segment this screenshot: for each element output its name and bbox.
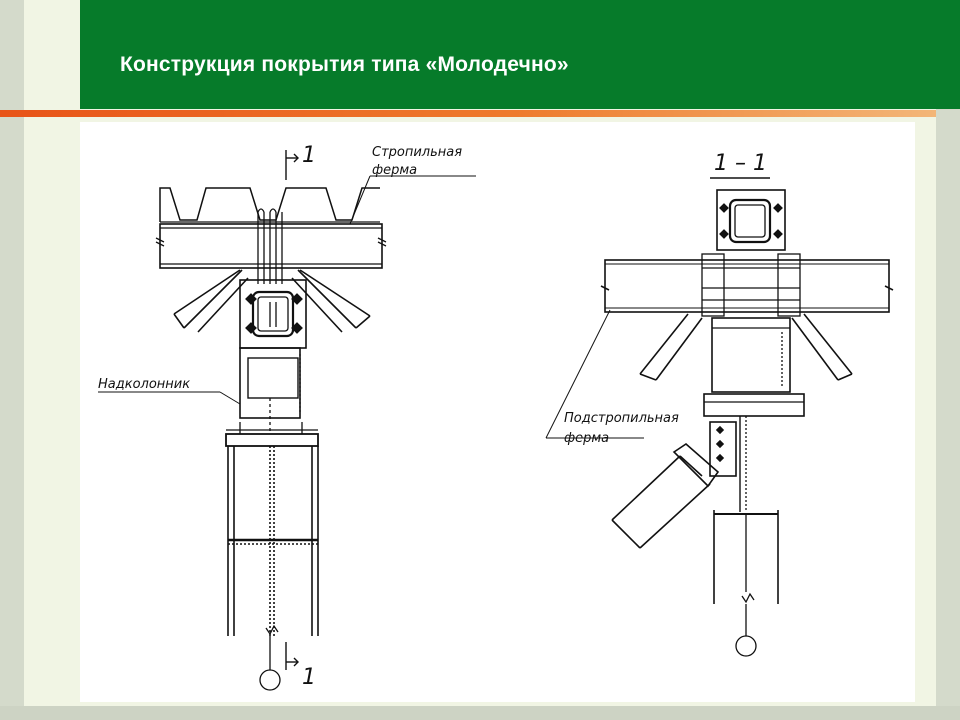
drawing-svg: 1 1 Стропильная ферма Надколонник 1 – 1 … <box>98 143 894 691</box>
section-upper-block <box>716 189 786 251</box>
lower-column <box>227 446 319 636</box>
slide-title: Конструкция покрытия типа «Молодечно» <box>120 53 569 76</box>
column-axis-marker <box>259 624 281 691</box>
left-elevation-view <box>98 150 476 691</box>
section-column <box>703 317 805 657</box>
base-plate <box>225 422 319 447</box>
column-extension <box>239 279 307 434</box>
sub-truss-diagonal <box>611 421 737 549</box>
section-connection-plates <box>701 253 801 317</box>
left-margin-stripe <box>0 0 24 720</box>
section-mark-bottom: 1 <box>302 665 316 690</box>
label-column-extension: Надколонник <box>98 377 190 392</box>
leader-lines-right <box>545 309 644 439</box>
slide-header: Конструкция покрытия типа «Молодечно» <box>80 0 960 109</box>
gusset-plates <box>257 208 283 284</box>
rafter-truss-top-chord <box>155 223 387 269</box>
header-accent-line <box>0 110 936 117</box>
right-margin-stripe <box>936 0 960 720</box>
label-sub-truss-line1: Подстропильная <box>564 411 679 426</box>
diagonal-braces <box>173 269 371 333</box>
section-1-1-view <box>545 177 894 657</box>
label-rafter-truss-line2: ферма <box>372 163 417 178</box>
sub-truss-chord <box>600 259 894 313</box>
leader-lines-left <box>98 175 476 405</box>
technical-drawing: 1 1 Стропильная ферма Надколонник 1 – 1 … <box>80 122 915 702</box>
bottom-margin-stripe <box>0 706 960 720</box>
section-marks-left <box>285 150 299 670</box>
section-mark-top: 1 <box>302 143 316 168</box>
label-sub-truss-line2: ферма <box>564 431 609 446</box>
label-rafter-truss-line1: Стропильная <box>372 145 462 160</box>
section-diagonal-braces <box>639 313 853 381</box>
section-title: 1 – 1 <box>714 151 767 176</box>
